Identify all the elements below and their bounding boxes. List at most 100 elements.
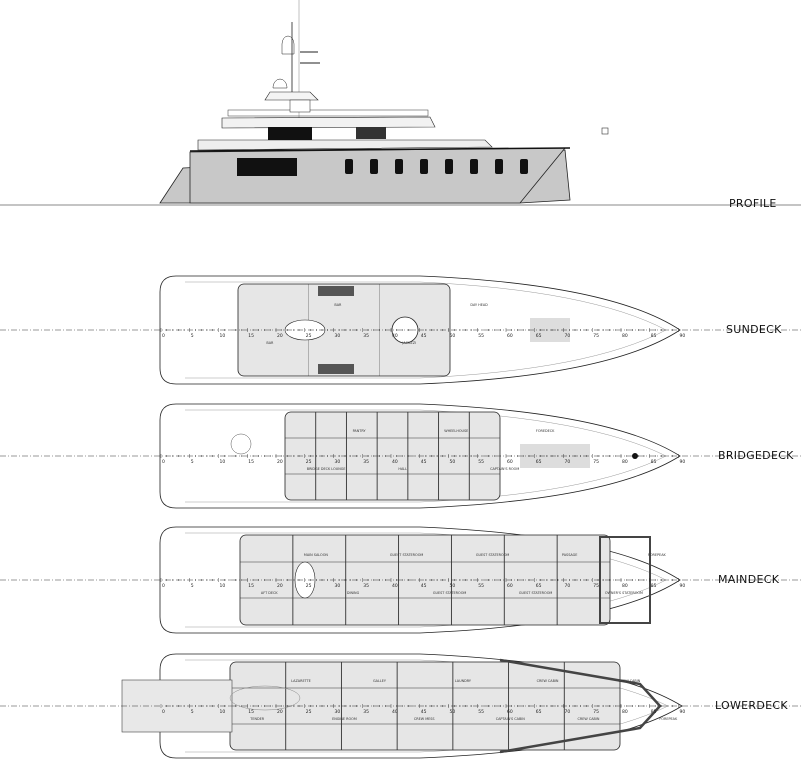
room-label: GUEST STATEROOM xyxy=(433,591,466,595)
jacuzzi xyxy=(230,433,252,455)
hull-window xyxy=(520,159,528,174)
frame-number: 25 xyxy=(306,333,312,339)
frame-number: 15 xyxy=(248,583,254,589)
frame-number: 85 xyxy=(651,709,657,715)
frame-number: 40 xyxy=(392,459,398,465)
frame-number: 10 xyxy=(220,583,226,589)
room-label: CAPTAIN'S CABIN xyxy=(496,717,526,721)
room-label: CREW CABIN xyxy=(578,717,600,721)
frame-number: 45 xyxy=(421,583,427,589)
room-label: OWNER'S STATEROOM xyxy=(605,591,643,595)
frame-number: 50 xyxy=(450,709,456,715)
frame-number: 60 xyxy=(507,459,513,465)
frame-number: 60 xyxy=(507,709,513,715)
frame-number: 80 xyxy=(622,459,628,465)
room-label: CAPTAIN'S ROOM xyxy=(490,467,519,471)
frame-number: 10 xyxy=(220,333,226,339)
radar-arch xyxy=(264,91,319,101)
frame-number: 65 xyxy=(536,583,542,589)
tender-outline xyxy=(229,685,301,711)
bow-flag-icon xyxy=(601,127,609,135)
room-label: DINING xyxy=(347,591,360,595)
sheer-line xyxy=(189,147,571,152)
room-label: MAIN SALOON xyxy=(304,553,328,557)
frame-number: 25 xyxy=(306,459,312,465)
frame-number: 5 xyxy=(191,583,194,589)
frame-number: 85 xyxy=(651,333,657,339)
room-label: BRIDGE DECK LOUNGE xyxy=(307,467,346,471)
room-label: FOREPEAK xyxy=(659,717,678,721)
bridge-windows xyxy=(268,127,312,140)
radome-icon xyxy=(272,78,288,89)
main-superstructure xyxy=(197,139,493,151)
deck-label-profile: PROFILE xyxy=(729,197,777,210)
frame-number: 30 xyxy=(335,333,341,339)
room-label: BAR xyxy=(266,341,274,345)
room-label: GALLEY xyxy=(373,679,387,683)
frame-number: 30 xyxy=(335,709,341,715)
frame-number: 0 xyxy=(162,459,165,465)
frame-number: 35 xyxy=(363,583,369,589)
frame-number: 5 xyxy=(191,333,194,339)
bar-counter xyxy=(318,364,354,374)
frame-number: 65 xyxy=(536,333,542,339)
room-label: LAZARETTE xyxy=(291,679,311,683)
frame-number: 70 xyxy=(565,333,571,339)
frame-number: 5 xyxy=(191,459,194,465)
hull-window xyxy=(345,159,353,174)
frame-number: 20 xyxy=(277,583,283,589)
satellite-dome-icon xyxy=(281,35,295,55)
room-label: WHEELHOUSE xyxy=(444,429,468,433)
room-label: HALL xyxy=(398,467,407,471)
frame-number: 0 xyxy=(162,333,165,339)
frame-number: 60 xyxy=(507,583,513,589)
deck-label-bridgedeck: BRIDGEDECK xyxy=(718,449,794,462)
frame-number: 65 xyxy=(536,459,542,465)
room-label: TENDER xyxy=(249,717,265,721)
frame-number: 45 xyxy=(421,333,427,339)
frame-number: 85 xyxy=(651,583,657,589)
frame-number: 20 xyxy=(277,333,283,339)
frame-number: 55 xyxy=(478,583,484,589)
frame-number: 90 xyxy=(680,333,686,339)
frame-number: 15 xyxy=(248,709,254,715)
frame-number: 90 xyxy=(680,583,686,589)
skylounge-windows xyxy=(356,127,386,139)
frame-number: 0 xyxy=(162,709,165,715)
hull-window xyxy=(370,159,378,174)
room-label: AFT DECK xyxy=(261,591,278,595)
room-label: FOREDECK xyxy=(536,429,555,433)
room-label: DAY HEAD xyxy=(470,303,488,307)
room-label: GUEST STATEROOM xyxy=(476,553,509,557)
hull-window xyxy=(445,159,453,174)
room-label: CREW CABIN xyxy=(537,679,559,683)
frame-number: 90 xyxy=(680,459,686,465)
mast-base xyxy=(289,99,311,113)
frame-number: 0 xyxy=(162,583,165,589)
frame-number: 90 xyxy=(680,709,686,715)
frame-number: 70 xyxy=(565,459,571,465)
frame-number: 55 xyxy=(478,709,484,715)
room-label: FOREPEAK xyxy=(648,553,667,557)
frame-number: 80 xyxy=(622,333,628,339)
frame-number: 30 xyxy=(335,583,341,589)
deck-label-sundeck: SUNDECK xyxy=(726,323,782,336)
frame-number: 40 xyxy=(392,709,398,715)
room-label: PANTRY xyxy=(353,429,367,433)
frame-number: 40 xyxy=(392,333,398,339)
hull-window xyxy=(495,159,503,174)
frame-number: 15 xyxy=(248,459,254,465)
frame-number: 35 xyxy=(363,333,369,339)
frame-number: 80 xyxy=(622,709,628,715)
saloon-windows xyxy=(237,158,297,176)
frame-number: 25 xyxy=(306,709,312,715)
frame-number: 50 xyxy=(450,333,456,339)
frame-number: 10 xyxy=(220,709,226,715)
frame-number: 15 xyxy=(248,333,254,339)
room-label: LAUNDRY xyxy=(455,679,472,683)
hull-windows xyxy=(345,159,528,174)
